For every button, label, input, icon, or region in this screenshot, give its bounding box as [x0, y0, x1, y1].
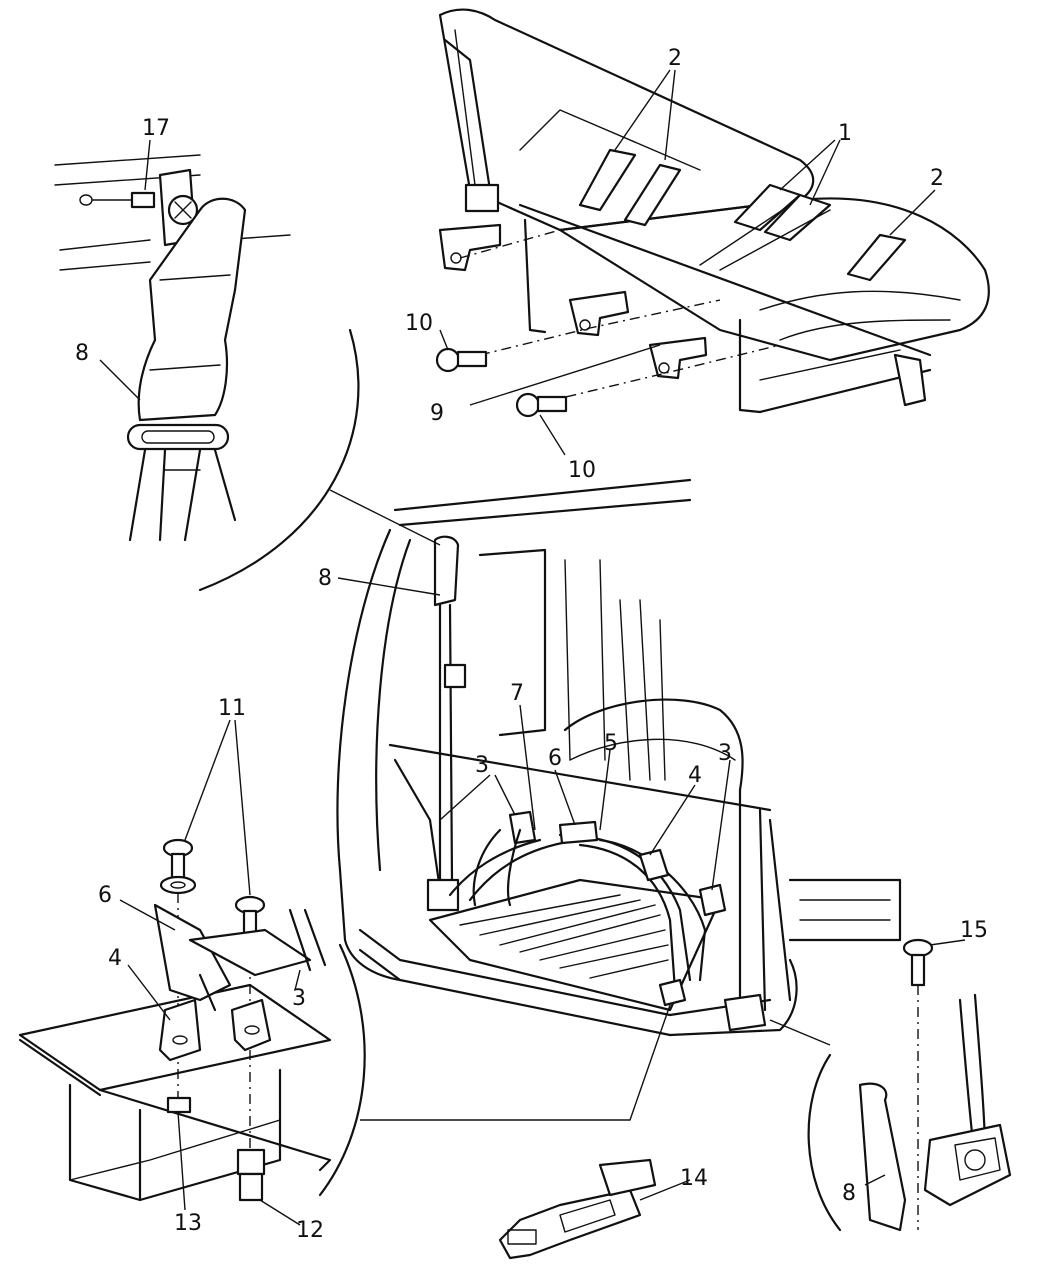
bolt-10-lower: [515, 392, 568, 418]
callout-3-center-right: 3: [718, 741, 732, 766]
callout-8-pillar: 8: [318, 566, 332, 591]
callout-labels: 1 2 2 17 8 10 9 10 8 7 6 5 3 4 3 11 6 4 …: [75, 46, 988, 1243]
bolt-10-upper: [435, 347, 488, 373]
callout-2-right: 2: [930, 166, 944, 191]
callout-5: 5: [604, 731, 618, 756]
buckle-14: [498, 1158, 657, 1260]
callout-17: 17: [142, 116, 170, 141]
cab-interior-view: [336, 478, 902, 1037]
callout-14: 14: [680, 1166, 708, 1191]
callout-3-detail: 3: [292, 986, 306, 1011]
callout-6-center: 6: [548, 746, 562, 771]
callout-13: 13: [174, 1211, 202, 1236]
callout-6-detail: 6: [98, 883, 112, 908]
callout-8-detail: 8: [75, 341, 89, 366]
rear-bench-seat-view: [435, 8, 990, 418]
callout-1: 1: [838, 121, 852, 146]
floor-anchor-detail: [18, 838, 366, 1202]
callout-10-upper: 10: [405, 311, 433, 336]
callout-15: 15: [960, 918, 988, 943]
callout-4-detail: 4: [108, 946, 122, 971]
callout-7: 7: [510, 681, 524, 706]
callout-11: 11: [218, 696, 246, 721]
upper-guide-detail: [54, 154, 360, 592]
callout-3-center-left: 3: [475, 753, 489, 778]
leader-lines: [99, 69, 966, 1226]
callout-12: 12: [296, 1218, 324, 1243]
callout-10-lower: 10: [568, 458, 596, 483]
callout-2-top: 2: [668, 46, 682, 71]
callout-8-retractor: 8: [842, 1181, 856, 1206]
callout-9: 9: [430, 401, 444, 426]
retractor-detail: [769, 938, 1012, 1232]
callout-4-center: 4: [688, 763, 702, 788]
